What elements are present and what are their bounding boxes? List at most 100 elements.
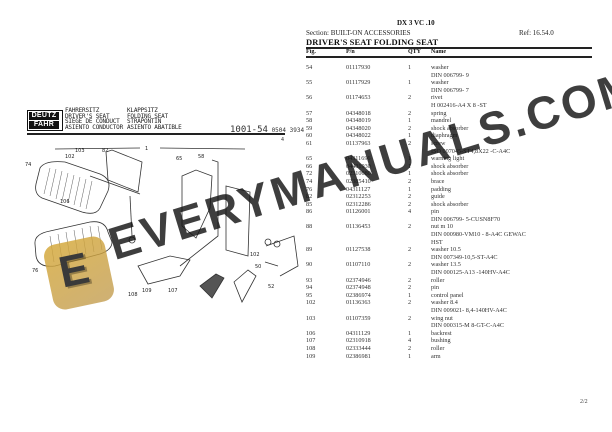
qty-cell: 1 <box>408 132 412 140</box>
fig-cell: 109 <box>306 352 316 360</box>
part-name: wing nut <box>431 314 453 322</box>
part-number-cell: 04348019 <box>346 117 371 125</box>
plate-title-en: DRIVER'S SEAT <box>65 112 110 120</box>
qty-cell: 2 <box>408 223 412 231</box>
part-number-cell: 04311696 <box>346 155 371 163</box>
qty-cell: 1 <box>408 352 412 360</box>
fig-cell: 66 <box>306 162 313 170</box>
part-spec: H 002416-A4 X 8 -ST <box>431 101 487 109</box>
name-cell: shock absorber <box>431 125 606 133</box>
col-qty-header: QTY <box>408 49 422 55</box>
svg-text:108: 108 <box>128 292 138 298</box>
qty-cell: 2 <box>408 261 412 269</box>
part-name: rivet <box>431 94 443 102</box>
part-name: brace <box>431 177 445 185</box>
name-cell: warning light <box>431 155 606 163</box>
part-name: spring <box>431 109 447 117</box>
name-cell: roller <box>431 277 606 285</box>
fig-cell: 60 <box>306 132 313 140</box>
plate-divider <box>27 133 285 135</box>
qty-cell: 1 <box>408 64 412 71</box>
svg-text:109: 109 <box>142 288 152 294</box>
plate-title-de: KLAPPSITZ <box>127 107 158 114</box>
model-number: DX 3 VC .10 <box>397 19 435 27</box>
part-name: shock absorber <box>431 124 469 132</box>
fig-cell: 76 <box>306 185 313 193</box>
title-divider <box>306 47 592 49</box>
plate-sheet-number: 4 <box>281 137 285 143</box>
fig-cell: 56 <box>306 94 313 102</box>
plate-title-es: ASIENTO ABATIBLE <box>127 123 182 131</box>
part-spec: DIN 009021- 8,4-140HV-A4C <box>431 307 507 314</box>
qty-cell: 2 <box>408 314 412 322</box>
part-name: diaphragm <box>431 132 458 140</box>
part-spec: DIN 006799- 5-CUSN8F70 <box>431 215 501 223</box>
part-name: pin <box>431 208 439 216</box>
svg-text:102: 102 <box>250 252 260 258</box>
name-cell: mandrel <box>431 117 606 125</box>
table-header: Fig. P/n QTY Name <box>306 49 592 57</box>
name-cell: shock absorber <box>431 201 606 209</box>
part-name: guide <box>431 193 445 201</box>
plate-code-sub: 0504 3934 <box>271 127 305 134</box>
qty-cell: 2 <box>408 276 412 284</box>
fig-cell: 106 <box>306 329 316 337</box>
svg-text:102: 102 <box>65 154 75 160</box>
part-number-cell: 01136363 <box>346 299 371 307</box>
fig-cell: 74 <box>306 177 313 185</box>
part-spec: DIN 000315-M 8-GT-C-A4C <box>431 322 504 330</box>
part-name: washer 8.4 <box>431 299 458 307</box>
qty-cell: 1 <box>408 170 412 178</box>
svg-text:103: 103 <box>75 148 85 154</box>
col-fig-header: Fig. <box>306 49 316 55</box>
qty-cell: 1 <box>408 162 412 170</box>
qty-cell: 1 <box>408 79 412 87</box>
plate-title-fr: SIEGE DE CONDUCT <box>65 118 120 126</box>
part-number-cell: 02310080 <box>346 170 371 178</box>
qty-cell: 2 <box>408 94 412 102</box>
fig-cell: 65 <box>306 155 313 163</box>
svg-text:52: 52 <box>268 284 274 290</box>
fig-cell: 86 <box>306 208 313 216</box>
fig-cell: 82 <box>306 193 313 201</box>
fig-cell: 55 <box>306 79 313 87</box>
part-name: bushing <box>431 337 451 345</box>
page-title: DRIVER'S SEAT FOLDING SEAT <box>306 37 439 47</box>
part-name: screw <box>431 139 446 147</box>
part-number-cell: 04401930 <box>346 162 371 170</box>
part-number-cell: 01137963 <box>346 139 371 147</box>
fig-cell: 59 <box>306 124 313 132</box>
part-number-cell: 02310918 <box>346 337 371 345</box>
part-name: padding <box>431 185 451 193</box>
name-cell: spring <box>431 110 606 118</box>
plate-code: 1001-54 0504 3934 <box>230 125 304 135</box>
svg-text:58: 58 <box>198 154 204 160</box>
fig-cell: 94 <box>306 284 313 292</box>
plate-title-folding-seat: KLAPPSITZ FOLDING SEAT STRAPONTIN ASIENT… <box>127 108 207 130</box>
name-cell: padding <box>431 186 606 194</box>
plate-code-main: 1001-54 <box>230 125 268 135</box>
svg-text:1: 1 <box>145 146 148 152</box>
part-number-cell: 02385410 <box>346 177 371 185</box>
name-cell: diaphragm <box>431 132 606 140</box>
col-name-header: Name <box>431 49 446 55</box>
qty-cell: 2 <box>408 246 412 254</box>
plate-title-driver-seat: FAHRERSITZ DRIVER'S SEAT SIEGE DE CONDUC… <box>65 108 145 130</box>
plate-title-fr: STRAPONTIN <box>127 118 162 126</box>
